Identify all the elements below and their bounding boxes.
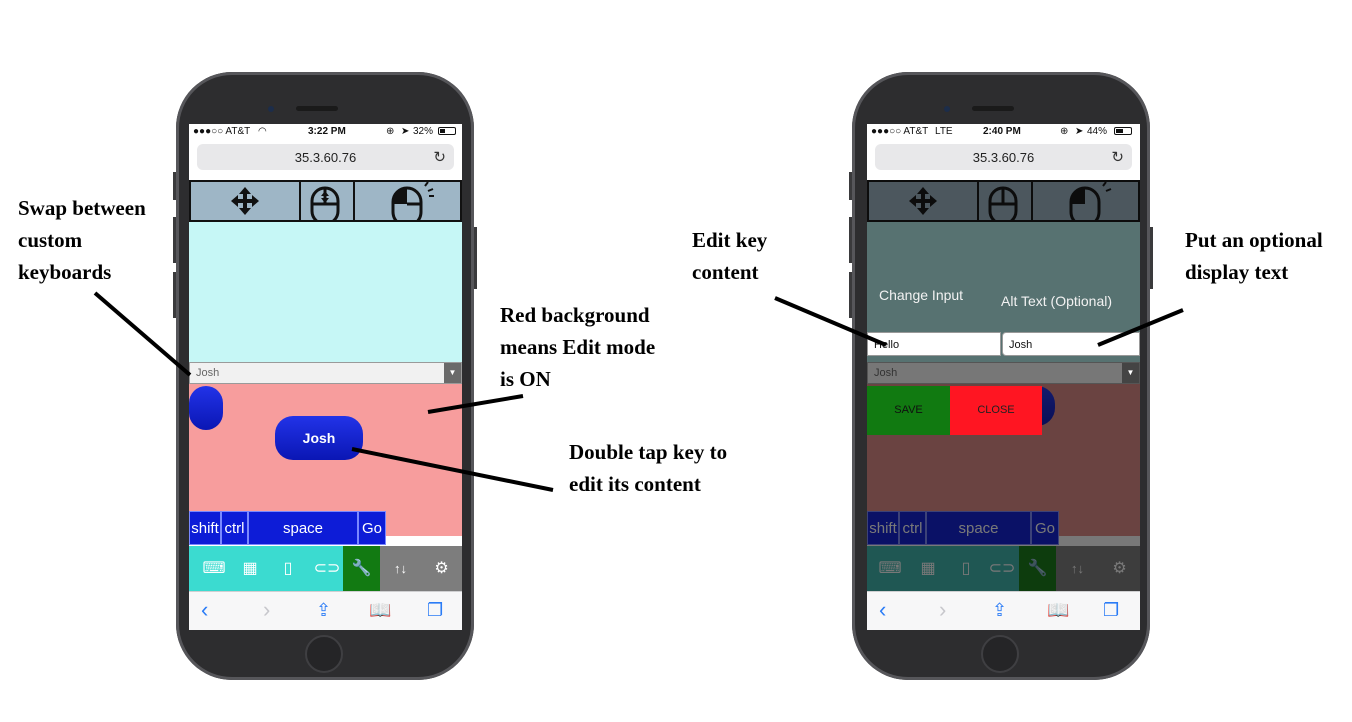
- sort-arrows-icon[interactable]: ↑↓: [380, 546, 421, 591]
- clock-label: 2:40 PM: [983, 126, 1021, 137]
- location-icon: ➤: [401, 126, 410, 137]
- annotation-swap-keyboards: Swap between custom keyboards: [18, 196, 146, 284]
- back-icon[interactable]: ‹: [201, 597, 209, 622]
- touchpad-area[interactable]: [189, 222, 462, 362]
- speaker-grille: [972, 106, 1014, 111]
- status-bar: ●●●○○ AT&T ◠ 3:22 PM ⊕ ➤ 32%: [189, 124, 462, 139]
- url-text: 35.3.60.76: [294, 150, 357, 165]
- annotation-optional-text: Put an optional display text: [1185, 228, 1323, 284]
- mode-toolbar: [189, 180, 462, 228]
- right-phone-screen: ●●●○○ AT&T LTE 2:40 PM ⊕ ➤ 44% 35.3.60.7…: [867, 124, 1140, 630]
- tabs-icon[interactable]: ❐: [1103, 600, 1120, 620]
- pointer-swap: [93, 291, 192, 377]
- tabs-icon[interactable]: ❐: [427, 600, 444, 620]
- address-bar[interactable]: 35.3.60.76 ↻: [875, 144, 1132, 170]
- home-button[interactable]: [981, 635, 1019, 673]
- forward-icon[interactable]: ›: [263, 597, 271, 622]
- safari-toolbar: ‹ › ⇪ 📖 ❐: [189, 591, 462, 630]
- gear-icon[interactable]: ⚙: [421, 546, 462, 591]
- keyboard-icon[interactable]: ⌨: [202, 560, 226, 577]
- speaker-grille: [296, 106, 338, 111]
- battery-percent: 32%: [413, 126, 434, 137]
- close-button[interactable]: CLOSE: [950, 386, 1042, 435]
- annotation-red-background: Red background means Edit mode is ON: [500, 303, 656, 391]
- url-text: 35.3.60.76: [972, 150, 1035, 165]
- share-icon[interactable]: ⇪: [316, 600, 332, 620]
- share-icon[interactable]: ⇪: [992, 600, 1008, 620]
- battery-percent: 44%: [1087, 126, 1108, 137]
- left-phone-frame: ●●●○○ AT&T ◠ 3:22 PM ⊕ ➤ 32% 35.3.60.76 …: [173, 72, 477, 680]
- chevron-down-icon: ▼: [444, 363, 461, 383]
- keyboard-select-value: Josh: [196, 367, 220, 379]
- bookmarks-icon[interactable]: 📖: [1047, 600, 1070, 620]
- change-input-label: Change Input: [879, 287, 964, 303]
- chevron-down-icon: ▼: [1122, 363, 1139, 383]
- ctrl-key[interactable]: ctrl: [221, 511, 248, 545]
- carrier-label: ●●●○○ AT&T: [871, 126, 929, 137]
- bookmarks-icon[interactable]: 📖: [369, 600, 392, 620]
- front-camera-icon: [944, 106, 950, 112]
- wifi-icon: ◠: [258, 126, 267, 137]
- clock-label: 3:22 PM: [308, 126, 346, 137]
- space-key[interactable]: space: [248, 511, 358, 545]
- network-label: LTE: [935, 126, 953, 137]
- annotation-double-tap: Double tap key to edit its content: [569, 440, 728, 496]
- address-bar[interactable]: 35.3.60.76 ↻: [197, 144, 454, 170]
- alt-text-label: Alt Text (Optional): [1001, 293, 1113, 309]
- go-key[interactable]: Go: [358, 511, 386, 545]
- blank-key[interactable]: [189, 386, 223, 430]
- save-button[interactable]: SAVE: [867, 386, 950, 435]
- wrench-icon[interactable]: 🔧: [343, 546, 380, 591]
- forward-icon[interactable]: ›: [939, 597, 947, 622]
- home-button[interactable]: [305, 635, 343, 673]
- shift-key[interactable]: shift: [189, 511, 221, 545]
- reload-icon[interactable]: ↻: [1111, 149, 1124, 166]
- key-row-filler: [386, 511, 462, 531]
- alt-text-field[interactable]: Josh: [1002, 332, 1140, 356]
- click-mode-button[interactable]: [353, 180, 462, 228]
- orientation-lock-icon: ⊕: [386, 126, 395, 137]
- keyboard-select[interactable]: Josh ▼: [189, 362, 462, 384]
- link-icon[interactable]: ⊂⊃: [313, 560, 341, 577]
- right-phone-frame: ●●●○○ AT&T LTE 2:40 PM ⊕ ➤ 44% 35.3.60.7…: [849, 72, 1153, 680]
- carrier-label: ●●●○○ AT&T: [193, 126, 251, 137]
- special-keys-row: shift ctrl space Go: [189, 511, 462, 545]
- battery-icon: [1114, 127, 1132, 135]
- annotation-edit-key: Edit key content: [692, 228, 768, 284]
- pointer-red-bg: [427, 394, 524, 414]
- bottom-tab-bar: ⌨ ▦ ▯ ⊂⊃ 🔧 ↑↓ ⚙: [189, 546, 462, 591]
- left-phone-screen: ●●●○○ AT&T ◠ 3:22 PM ⊕ ➤ 32% 35.3.60.76 …: [189, 124, 462, 630]
- location-icon: ➤: [1075, 126, 1084, 137]
- phone-icon[interactable]: ▯: [283, 560, 293, 577]
- keyboard-select: Josh ▼: [867, 362, 1140, 384]
- battery-icon: [438, 127, 456, 135]
- reload-icon[interactable]: ↻: [433, 149, 446, 166]
- pointer-double-tap: [351, 447, 554, 492]
- status-bar: ●●●○○ AT&T LTE 2:40 PM ⊕ ➤ 44%: [867, 124, 1140, 139]
- josh-key[interactable]: Josh: [275, 416, 363, 460]
- input-field[interactable]: Hello: [867, 332, 1001, 356]
- pointer-edit-key: [774, 296, 887, 347]
- move-arrows-icon: [231, 187, 259, 215]
- front-camera-icon: [268, 106, 274, 112]
- pointer-optional: [1097, 308, 1184, 347]
- safari-toolbar: ‹ › ⇪ 📖 ❐: [867, 591, 1140, 630]
- orientation-lock-icon: ⊕: [1060, 126, 1069, 137]
- keyboard-select-value: Josh: [874, 367, 898, 379]
- back-icon[interactable]: ‹: [879, 597, 887, 622]
- edit-mode-key-area: Josh: [189, 384, 462, 536]
- grid-icon[interactable]: ▦: [242, 560, 258, 577]
